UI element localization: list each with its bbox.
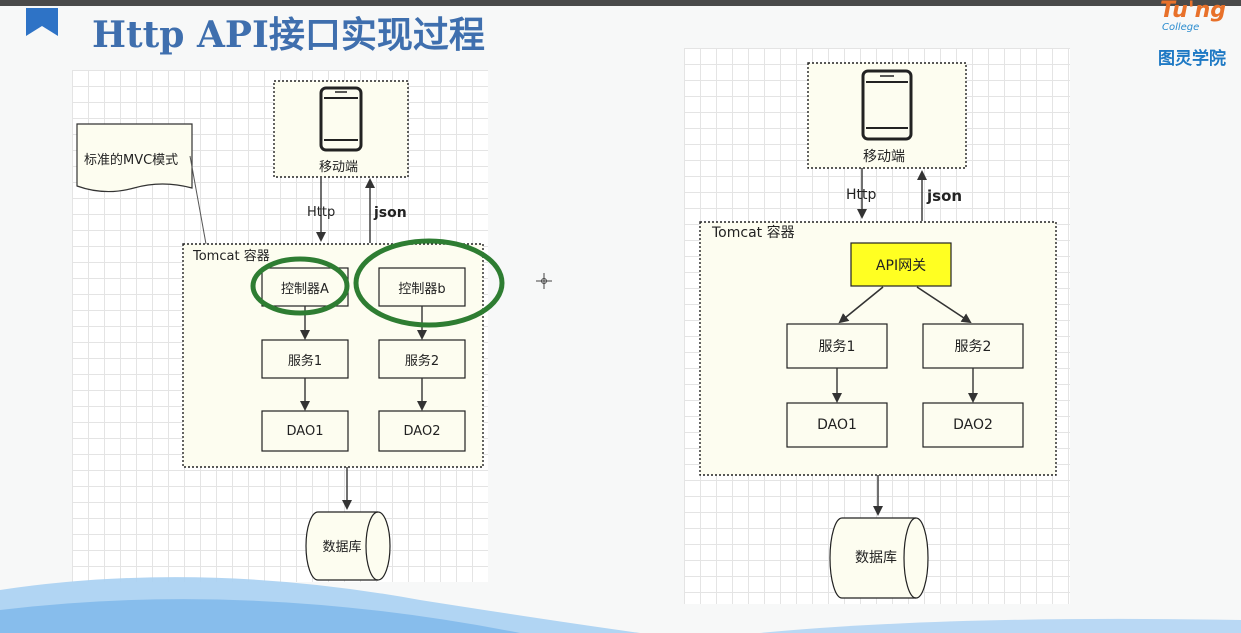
left-service1-box	[261, 339, 349, 379]
right-service2-label: 服务2	[954, 339, 992, 355]
right-dao2-label: DAO2	[953, 417, 993, 433]
logo-sub: College	[1162, 22, 1200, 33]
right-dao1-label: DAO1	[817, 417, 857, 433]
right-mobile-box	[807, 62, 967, 169]
right-service1-label: 服务1	[818, 339, 856, 355]
bookmark-icon	[26, 8, 58, 36]
logo-cn: 图灵学院	[1158, 49, 1226, 69]
right-gateway-label: API网关	[875, 257, 927, 274]
left-service1-label: 服务1	[287, 353, 323, 369]
right-json-label: json	[927, 187, 963, 205]
left-http-label: Http	[307, 205, 336, 220]
right-dao2-box	[922, 402, 1024, 448]
mvc-note-label: 标准的MVC模式	[84, 153, 179, 168]
right-service1-box	[786, 323, 888, 369]
left-dao1-label: DAO1	[286, 423, 324, 439]
bottom-wave-decoration	[0, 577, 1241, 633]
left-controller-b-label: 控制器b	[398, 281, 446, 297]
right-phone-icon	[861, 69, 913, 141]
right-tomcat-label: Tomcat 容器	[712, 225, 795, 241]
right-dao1-box	[786, 402, 888, 448]
right-mobile-label: 移动端	[863, 149, 905, 165]
left-service2-box	[378, 339, 466, 379]
left-database-shape	[305, 511, 391, 581]
left-json-label: json	[374, 205, 407, 221]
left-service2-label: 服务2	[404, 353, 440, 369]
left-dao2-box	[378, 410, 466, 452]
right-database-label: 数据库	[855, 550, 897, 566]
left-dao2-label: DAO2	[403, 423, 441, 439]
left-mobile-label: 移动端	[319, 160, 359, 175]
crosshair-cursor-icon	[536, 273, 552, 289]
left-tomcat-label: Tomcat 容器	[193, 249, 270, 264]
left-database-label: 数据库	[322, 539, 362, 555]
highlight-ring-b	[353, 238, 505, 328]
left-controller-a-label: 控制器A	[281, 281, 329, 297]
left-controller-b-box	[378, 267, 466, 307]
right-database-shape	[829, 517, 929, 599]
logo-main: Tu'ng	[1160, 0, 1226, 23]
right-gateway-box	[850, 242, 952, 287]
highlight-ring-a	[250, 256, 350, 316]
left-dao1-box	[261, 410, 349, 452]
slide-title: Http API接口实现过程	[92, 14, 485, 56]
mvc-note-shape	[76, 123, 193, 193]
left-phone-icon	[319, 86, 363, 152]
logo: Tu'ng College 图灵学院	[1150, 0, 1241, 70]
top-bar	[0, 0, 1241, 6]
right-http-label: Http	[846, 187, 877, 203]
